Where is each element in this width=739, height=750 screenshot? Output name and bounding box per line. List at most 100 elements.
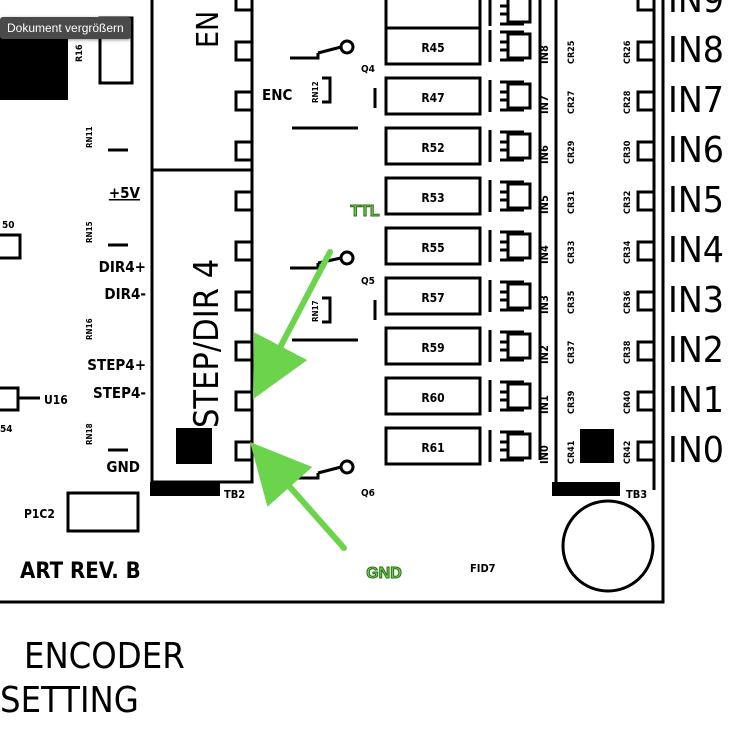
- bottom-encoder: ENCODER: [24, 636, 185, 677]
- input-label: IN2: [668, 330, 724, 371]
- tb2-pin: [234, 140, 254, 162]
- tb2-label: TB2: [224, 488, 245, 501]
- tb3-pin: [636, 90, 656, 112]
- cr-right-label: CR36: [623, 290, 633, 314]
- cr-left-label: CR27: [567, 91, 577, 114]
- cr-right-label: CR30: [623, 140, 633, 164]
- tb2-title-en: EN: [191, 11, 226, 48]
- cr-right-label: CR26: [623, 40, 633, 64]
- signal-gnd: GND: [106, 458, 140, 476]
- led-body: [506, 182, 532, 210]
- tb3-pin1-marker: [580, 429, 614, 463]
- led-symbol: [488, 130, 524, 162]
- cr-left-label: CR29: [567, 140, 577, 164]
- ic-block: [0, 30, 68, 100]
- q-legs: [290, 53, 320, 480]
- led-body: [506, 382, 532, 410]
- tb3-pin: [636, 340, 656, 362]
- signal-step4m: STEP4-: [93, 384, 146, 402]
- led-symbol: [488, 230, 524, 262]
- q5-label: Q5: [361, 276, 375, 287]
- cr-right-label: CR32: [623, 191, 633, 214]
- led-body: [506, 332, 532, 360]
- q4-label: Q4: [361, 64, 375, 75]
- rn11-label: RN11: [85, 126, 94, 148]
- tb3-pin: [636, 440, 656, 462]
- pin1-marker: [176, 428, 212, 464]
- r16-label: R16: [75, 44, 85, 62]
- led-body: [506, 432, 532, 460]
- fid-label: FID7: [470, 562, 496, 575]
- led-symbol: [488, 380, 524, 412]
- led-symbol: [488, 280, 524, 312]
- led-symbol: [488, 330, 524, 362]
- resistor-body: [384, 226, 482, 266]
- led-body: [506, 32, 532, 60]
- led-symbol: [488, 0, 524, 26]
- rn15-label: RN15: [85, 221, 94, 243]
- cr-left-label: CR33: [567, 241, 577, 264]
- resistor-body: [384, 376, 482, 416]
- resistor-body: [384, 26, 482, 66]
- tb2-pin: [234, 90, 254, 112]
- mounting-hole: [561, 499, 655, 593]
- led-symbol: [488, 80, 524, 112]
- component-54: [0, 386, 20, 412]
- gnd-label: GND: [366, 565, 402, 582]
- led-symbol: [488, 30, 524, 62]
- resistor-label: R55: [421, 241, 444, 255]
- tb2-pin: [234, 440, 254, 462]
- rn18-label: RN18: [85, 423, 94, 445]
- tb3-pin: [636, 290, 656, 312]
- cr-left-label: CR37: [567, 341, 577, 364]
- p1c2-component: [66, 491, 140, 533]
- resistor-body: [384, 326, 482, 366]
- input-label: IN1: [668, 380, 724, 421]
- tb2-pin: [234, 0, 254, 12]
- cr-right-label: CR40: [623, 390, 633, 414]
- resistor-body: [384, 0, 482, 30]
- ref-54: 54: [0, 424, 13, 435]
- gnd-arrow: [250, 442, 347, 551]
- rn-brackets: [322, 76, 332, 324]
- cr-left-label: CR35: [567, 290, 577, 314]
- led-body: [506, 0, 532, 24]
- resistor-label: R47: [421, 91, 444, 105]
- signal-step4p: STEP4+: [87, 356, 146, 374]
- tb3-pin: [636, 190, 656, 212]
- p1c2-label: P1C2: [24, 507, 55, 521]
- q6-label: Q6: [361, 488, 375, 499]
- tb3-pin: [636, 240, 656, 262]
- cr-right-label: CR42: [623, 441, 633, 464]
- led-body: [506, 82, 532, 110]
- signal-5v: +5V: [109, 184, 141, 202]
- tb2-pin: [234, 40, 254, 62]
- ref-50: 50: [2, 220, 15, 231]
- resistor-body: [384, 276, 482, 316]
- step-dir-label: STEP/DIR 4: [187, 259, 227, 428]
- resistor-body: [384, 426, 482, 466]
- cr-right-label: CR28: [623, 90, 633, 114]
- enc-label: ENC: [262, 86, 293, 104]
- input-label: IN7: [668, 80, 724, 121]
- resistor-label: R45: [421, 41, 444, 55]
- q5-pad: [339, 250, 355, 266]
- tb3-label: TB3: [626, 488, 647, 501]
- board-outline: [0, 0, 665, 604]
- resistor-body: [384, 76, 482, 116]
- led-symbol: [488, 430, 524, 462]
- input-label: IN9: [668, 0, 724, 21]
- cr-right-label: CR38: [623, 340, 633, 364]
- cr-left-label: CR31: [567, 190, 577, 214]
- resistor-body: [384, 176, 482, 216]
- signal-dir4p: DIR4+: [99, 258, 146, 276]
- resistor-label: R53: [421, 191, 444, 205]
- q4-pad: [339, 39, 355, 55]
- tb3-pin: [636, 0, 656, 12]
- resistor-label: R60: [421, 391, 444, 405]
- component-50: [0, 233, 22, 260]
- u16-label: U16: [44, 393, 68, 407]
- tb3-pin: [636, 40, 656, 62]
- q6-pad: [339, 459, 355, 475]
- led-body: [506, 282, 532, 310]
